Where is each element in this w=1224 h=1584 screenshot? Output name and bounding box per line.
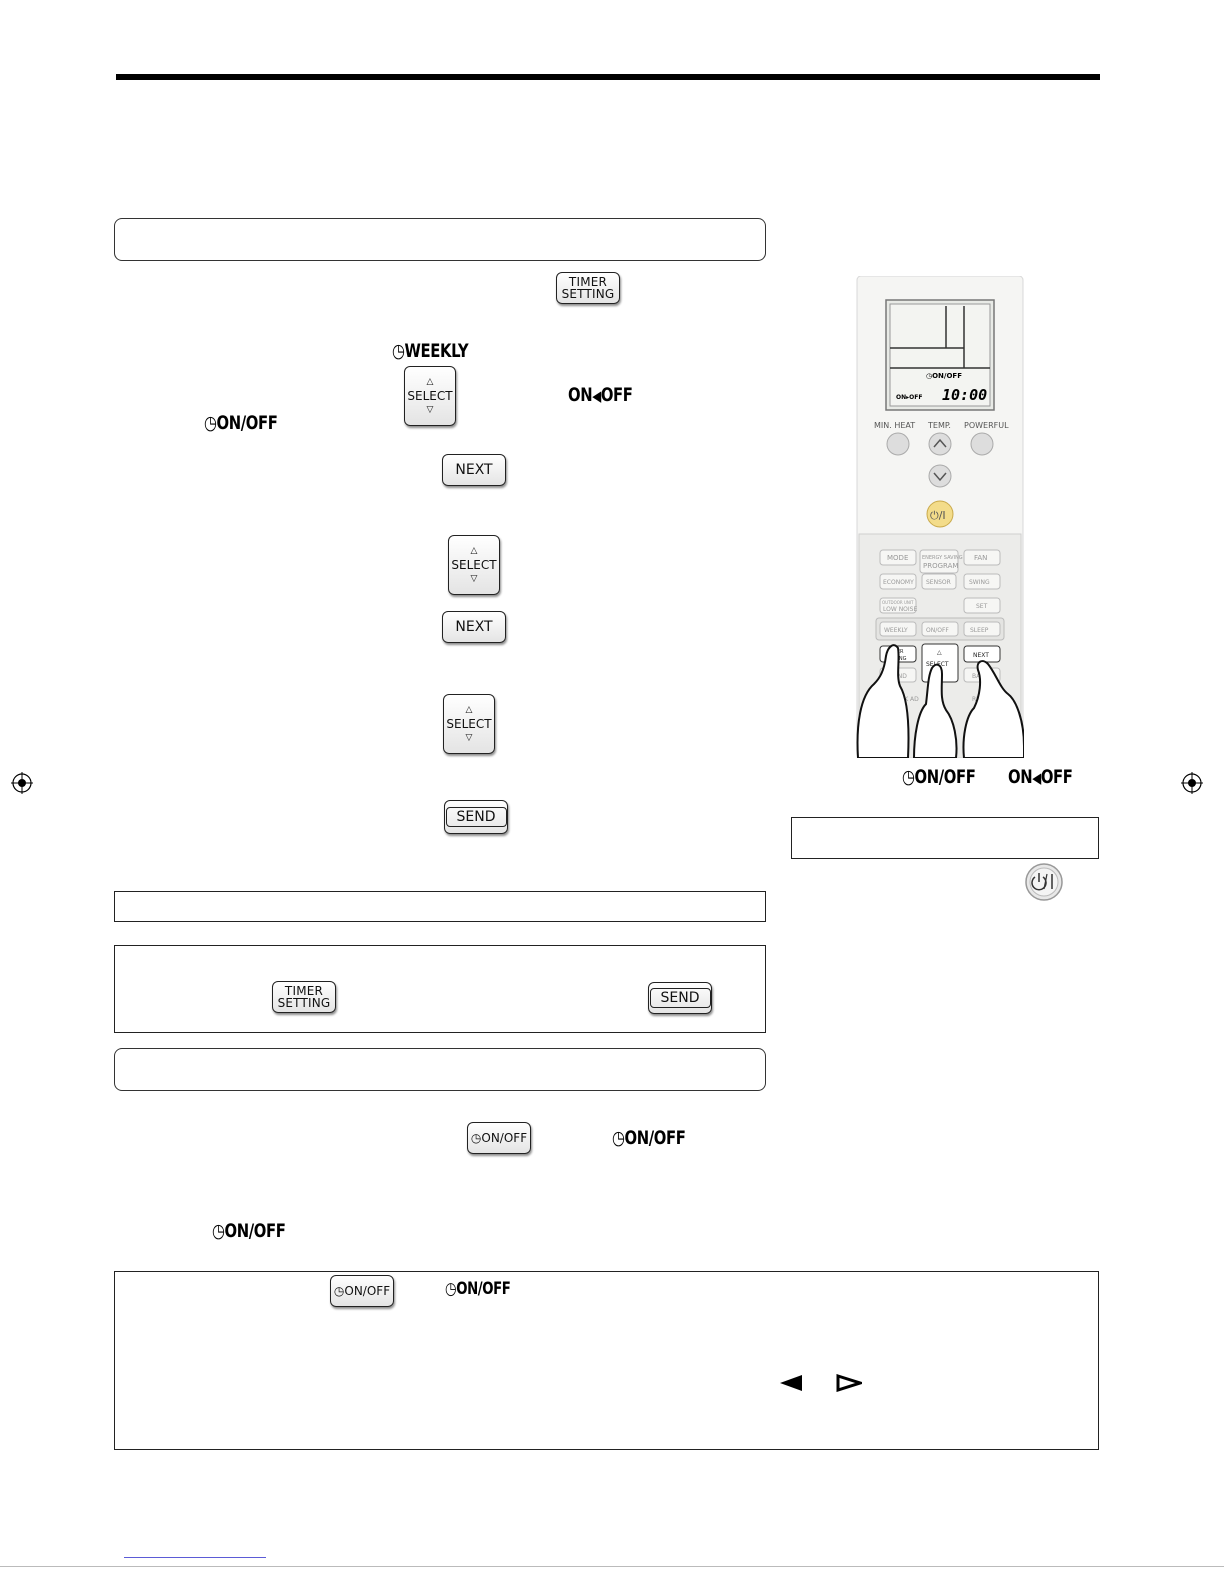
timer-clock-icon: ◷ bbox=[612, 1127, 625, 1149]
down-arrow-icon: ▽ bbox=[465, 733, 473, 743]
right-triangle-outline-icon bbox=[836, 1374, 862, 1392]
svg-text:ON/OFF: ON/OFF bbox=[926, 627, 949, 634]
svg-text:SLEEP: SLEEP bbox=[970, 627, 989, 634]
down-arrow-icon: ▽ bbox=[470, 574, 478, 584]
on-to-off-indicator: ON◀OFF bbox=[568, 384, 633, 406]
timer-onoff-indicator: ◷ON/OFF bbox=[204, 412, 278, 434]
svg-text:LOW NOISE: LOW NOISE bbox=[883, 606, 917, 613]
svg-text:SENSOR: SENSOR bbox=[926, 579, 951, 586]
timer-clock-icon: ◷ bbox=[445, 1279, 457, 1299]
svg-text:WEEKLY: WEEKLY bbox=[884, 627, 908, 634]
up-arrow-icon: △ bbox=[470, 546, 478, 556]
registration-mark-icon bbox=[11, 772, 33, 794]
timer-onoff-indicator: ◷ON/OFF bbox=[445, 1279, 511, 1299]
svg-text:BA: BA bbox=[972, 673, 981, 680]
svg-text:END: END bbox=[894, 673, 907, 680]
arrow-icon: ◀ bbox=[1032, 769, 1041, 787]
top-rule bbox=[116, 74, 1100, 80]
send-button[interactable]: SEND bbox=[648, 982, 712, 1014]
timer-onoff-indicator: ◷ON/OFF bbox=[612, 1127, 686, 1149]
svg-text:⏻/I: ⏻/I bbox=[930, 509, 946, 522]
svg-text:FAN: FAN bbox=[974, 554, 987, 562]
svg-text:10:00: 10:00 bbox=[942, 386, 987, 404]
on-to-off-indicator: ON◀OFF bbox=[1008, 766, 1073, 788]
note-box bbox=[114, 891, 766, 922]
svg-text:◷ON/OFF: ◷ON/OFF bbox=[926, 372, 962, 380]
select-button[interactable]: △ SELECT ▽ bbox=[404, 366, 456, 426]
timer-onoff-indicator: ◷ON/OFF bbox=[902, 766, 976, 788]
svg-text:NEXT: NEXT bbox=[973, 652, 989, 659]
svg-text:PROGRAM: PROGRAM bbox=[923, 562, 958, 570]
next-button[interactable]: NEXT bbox=[442, 611, 506, 643]
footer-link-underline bbox=[124, 1557, 266, 1558]
timer-clock-icon: ◷ bbox=[204, 412, 217, 434]
svg-text:MIN. HEAT: MIN. HEAT bbox=[874, 421, 915, 430]
svg-text:MODE: MODE bbox=[887, 554, 908, 562]
remote-control-illustration: ◷ON/OFF ON▸OFF 10:00 MIN. HEAT TEMP. POW… bbox=[856, 275, 1025, 759]
select-button[interactable]: △ SELECT ▽ bbox=[443, 694, 495, 754]
registration-mark-icon bbox=[1181, 772, 1203, 794]
side-note-box bbox=[791, 817, 1099, 859]
svg-text:ON▸OFF: ON▸OFF bbox=[896, 394, 922, 401]
svg-text:SWING: SWING bbox=[969, 579, 990, 586]
section-header-box bbox=[114, 1048, 766, 1091]
power-button-icon bbox=[1025, 863, 1063, 901]
timer-clock-icon: ◷ bbox=[470, 1131, 482, 1145]
timer-clock-icon: ◷ bbox=[392, 340, 405, 362]
svg-text:OUTDOOR UNIT: OUTDOOR UNIT bbox=[882, 600, 914, 605]
svg-text:ENERGY SAVING: ENERGY SAVING bbox=[922, 555, 963, 561]
timer-onoff-indicator: ◷ON/OFF bbox=[212, 1220, 286, 1242]
weekly-indicator: ◷WEEKLY bbox=[392, 340, 469, 362]
svg-text:TEMP.: TEMP. bbox=[927, 421, 951, 430]
timer-clock-icon: ◷ bbox=[333, 1284, 345, 1298]
timer-onoff-button[interactable]: ◷ON/OFF bbox=[467, 1122, 531, 1154]
svg-text:SET: SET bbox=[976, 603, 988, 610]
arrow-icon: ◀ bbox=[592, 387, 601, 405]
svg-text:POWERFUL: POWERFUL bbox=[964, 421, 1009, 430]
send-button[interactable]: SEND bbox=[444, 800, 508, 834]
select-button[interactable]: △ SELECT ▽ bbox=[448, 535, 500, 595]
next-button[interactable]: NEXT bbox=[442, 454, 506, 486]
svg-text:ECONOMY: ECONOMY bbox=[883, 579, 914, 586]
svg-text:△: △ bbox=[937, 649, 942, 656]
timer-onoff-button[interactable]: ◷ON/OFF bbox=[330, 1275, 394, 1307]
remote-control-drawing: ◷ON/OFF ON▸OFF 10:00 MIN. HEAT TEMP. POW… bbox=[856, 275, 1025, 759]
bottom-rule bbox=[0, 1566, 1224, 1567]
up-arrow-icon: △ bbox=[426, 377, 434, 387]
down-arrow-icon: ▽ bbox=[426, 405, 434, 415]
timer-clock-icon: ◷ bbox=[212, 1220, 225, 1242]
left-triangle-icon bbox=[780, 1375, 802, 1391]
svg-text:CK AD: CK AD bbox=[900, 696, 919, 703]
up-arrow-icon: △ bbox=[465, 705, 473, 715]
section-header-box bbox=[114, 218, 766, 261]
bottom-note-box bbox=[114, 1271, 1099, 1450]
timer-clock-icon: ◷ bbox=[902, 766, 915, 788]
